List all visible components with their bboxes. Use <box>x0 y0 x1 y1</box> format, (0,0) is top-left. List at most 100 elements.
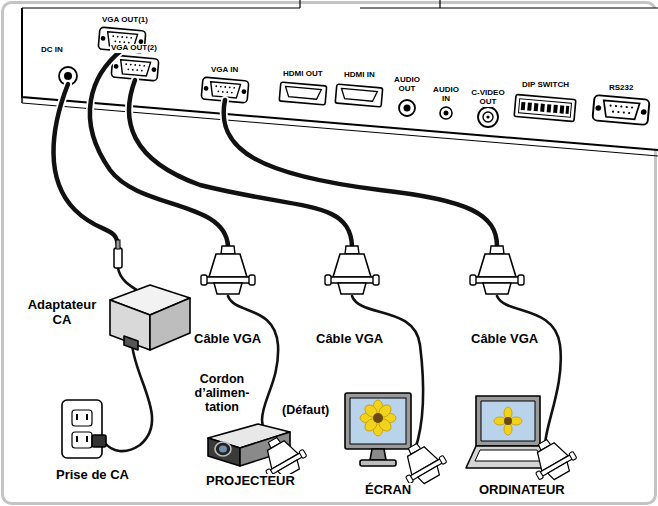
cables <box>129 80 352 246</box>
port-label: RS232 <box>608 84 634 93</box>
ports <box>404 105 411 112</box>
wall-outlet <box>72 410 92 426</box>
port-label: AUDIO OUT <box>390 76 424 94</box>
ports <box>341 88 378 101</box>
cable-label: Câble VGA <box>315 332 384 347</box>
wall-outlet <box>76 414 78 420</box>
device-label: Prise de CA <box>55 468 130 483</box>
vga-plugs <box>524 431 581 486</box>
port-label: AUDIO IN <box>431 86 461 104</box>
port-label: HDMI OUT <box>282 70 324 79</box>
ports <box>335 84 382 107</box>
port-label: VGA IN <box>210 66 239 75</box>
monitor-icon <box>360 460 396 466</box>
dc-plug <box>116 240 120 249</box>
monitor-icon <box>350 398 406 444</box>
device-panel <box>300 0 440 8</box>
wall-outlet <box>86 414 88 420</box>
ac-adapter <box>110 300 150 350</box>
laptop-icon <box>481 401 535 441</box>
device-label: Adaptateur CA <box>20 298 104 327</box>
ports <box>440 107 452 119</box>
port-label: HDMI IN <box>343 71 376 80</box>
vga-plugs <box>201 246 524 294</box>
laptop-icon <box>475 450 543 461</box>
device-panel <box>21 97 23 103</box>
device-label: PROJECTEUR <box>205 474 296 489</box>
laptop-icon <box>494 407 522 435</box>
monitor-icon <box>345 393 411 466</box>
wall-outlet <box>62 400 106 458</box>
cables <box>224 100 497 246</box>
ports <box>547 104 552 112</box>
device-label: ORDINATEUR <box>478 483 566 498</box>
ports <box>64 72 72 80</box>
ac-adapter <box>110 285 190 350</box>
laptop-icon <box>476 396 540 446</box>
ports <box>279 82 326 105</box>
cables <box>53 50 497 248</box>
ports <box>486 115 489 118</box>
ports <box>534 103 539 111</box>
ports <box>399 100 415 116</box>
wall-outlet <box>76 414 88 442</box>
cables <box>104 268 561 451</box>
cables <box>90 50 228 246</box>
vga-plugs <box>201 246 255 294</box>
ports <box>514 94 576 121</box>
ports <box>521 102 526 110</box>
cables <box>129 80 352 246</box>
ports <box>540 104 545 112</box>
ports <box>444 111 449 116</box>
ports <box>527 102 532 110</box>
wall-outlet <box>76 436 78 442</box>
ports <box>478 107 498 127</box>
vga-plugs <box>470 246 524 294</box>
cables <box>53 50 497 248</box>
device-panel <box>22 0 658 156</box>
wall-outlet <box>72 432 92 448</box>
cables <box>228 296 278 444</box>
projector-icon <box>215 442 231 456</box>
port-label: VGA OUT(1) <box>101 16 149 25</box>
port-label: C-VIDEO OUT <box>468 89 508 107</box>
cables <box>224 100 497 246</box>
default-note: (Défaut) <box>281 403 330 417</box>
device-panel <box>22 103 658 156</box>
dc-plug <box>114 240 122 268</box>
monitor-icon <box>370 449 386 460</box>
ports <box>59 27 650 127</box>
ports <box>518 99 571 117</box>
projector-icon <box>208 438 240 466</box>
device-panel <box>22 8 658 150</box>
ports <box>521 102 570 114</box>
monitor-icon <box>345 393 411 449</box>
monitor-icon <box>373 413 383 423</box>
ports <box>560 105 565 113</box>
ports <box>514 94 576 121</box>
ports <box>279 82 326 105</box>
ports <box>566 106 570 114</box>
vga-plugs <box>325 246 379 294</box>
vga-plugs <box>394 435 451 490</box>
projector-icon <box>219 446 227 453</box>
ports <box>483 112 493 122</box>
device-panel <box>22 8 658 150</box>
wall-outlet <box>62 400 102 458</box>
monitor-icon <box>360 400 396 436</box>
laptop-icon <box>504 417 512 425</box>
device-panel <box>22 7 658 8</box>
cables <box>118 268 140 292</box>
port-label: DC IN <box>40 46 64 55</box>
ports <box>553 105 558 113</box>
ac-adapter <box>150 298 190 350</box>
port-label: DIP SWITCH <box>521 81 570 90</box>
dc-plug <box>114 248 122 268</box>
device-label: ÉCRAN <box>364 483 412 498</box>
ports <box>285 86 322 99</box>
cord-label: Cordon d’alimen- tation <box>187 372 257 414</box>
wall-outlet <box>92 435 106 447</box>
